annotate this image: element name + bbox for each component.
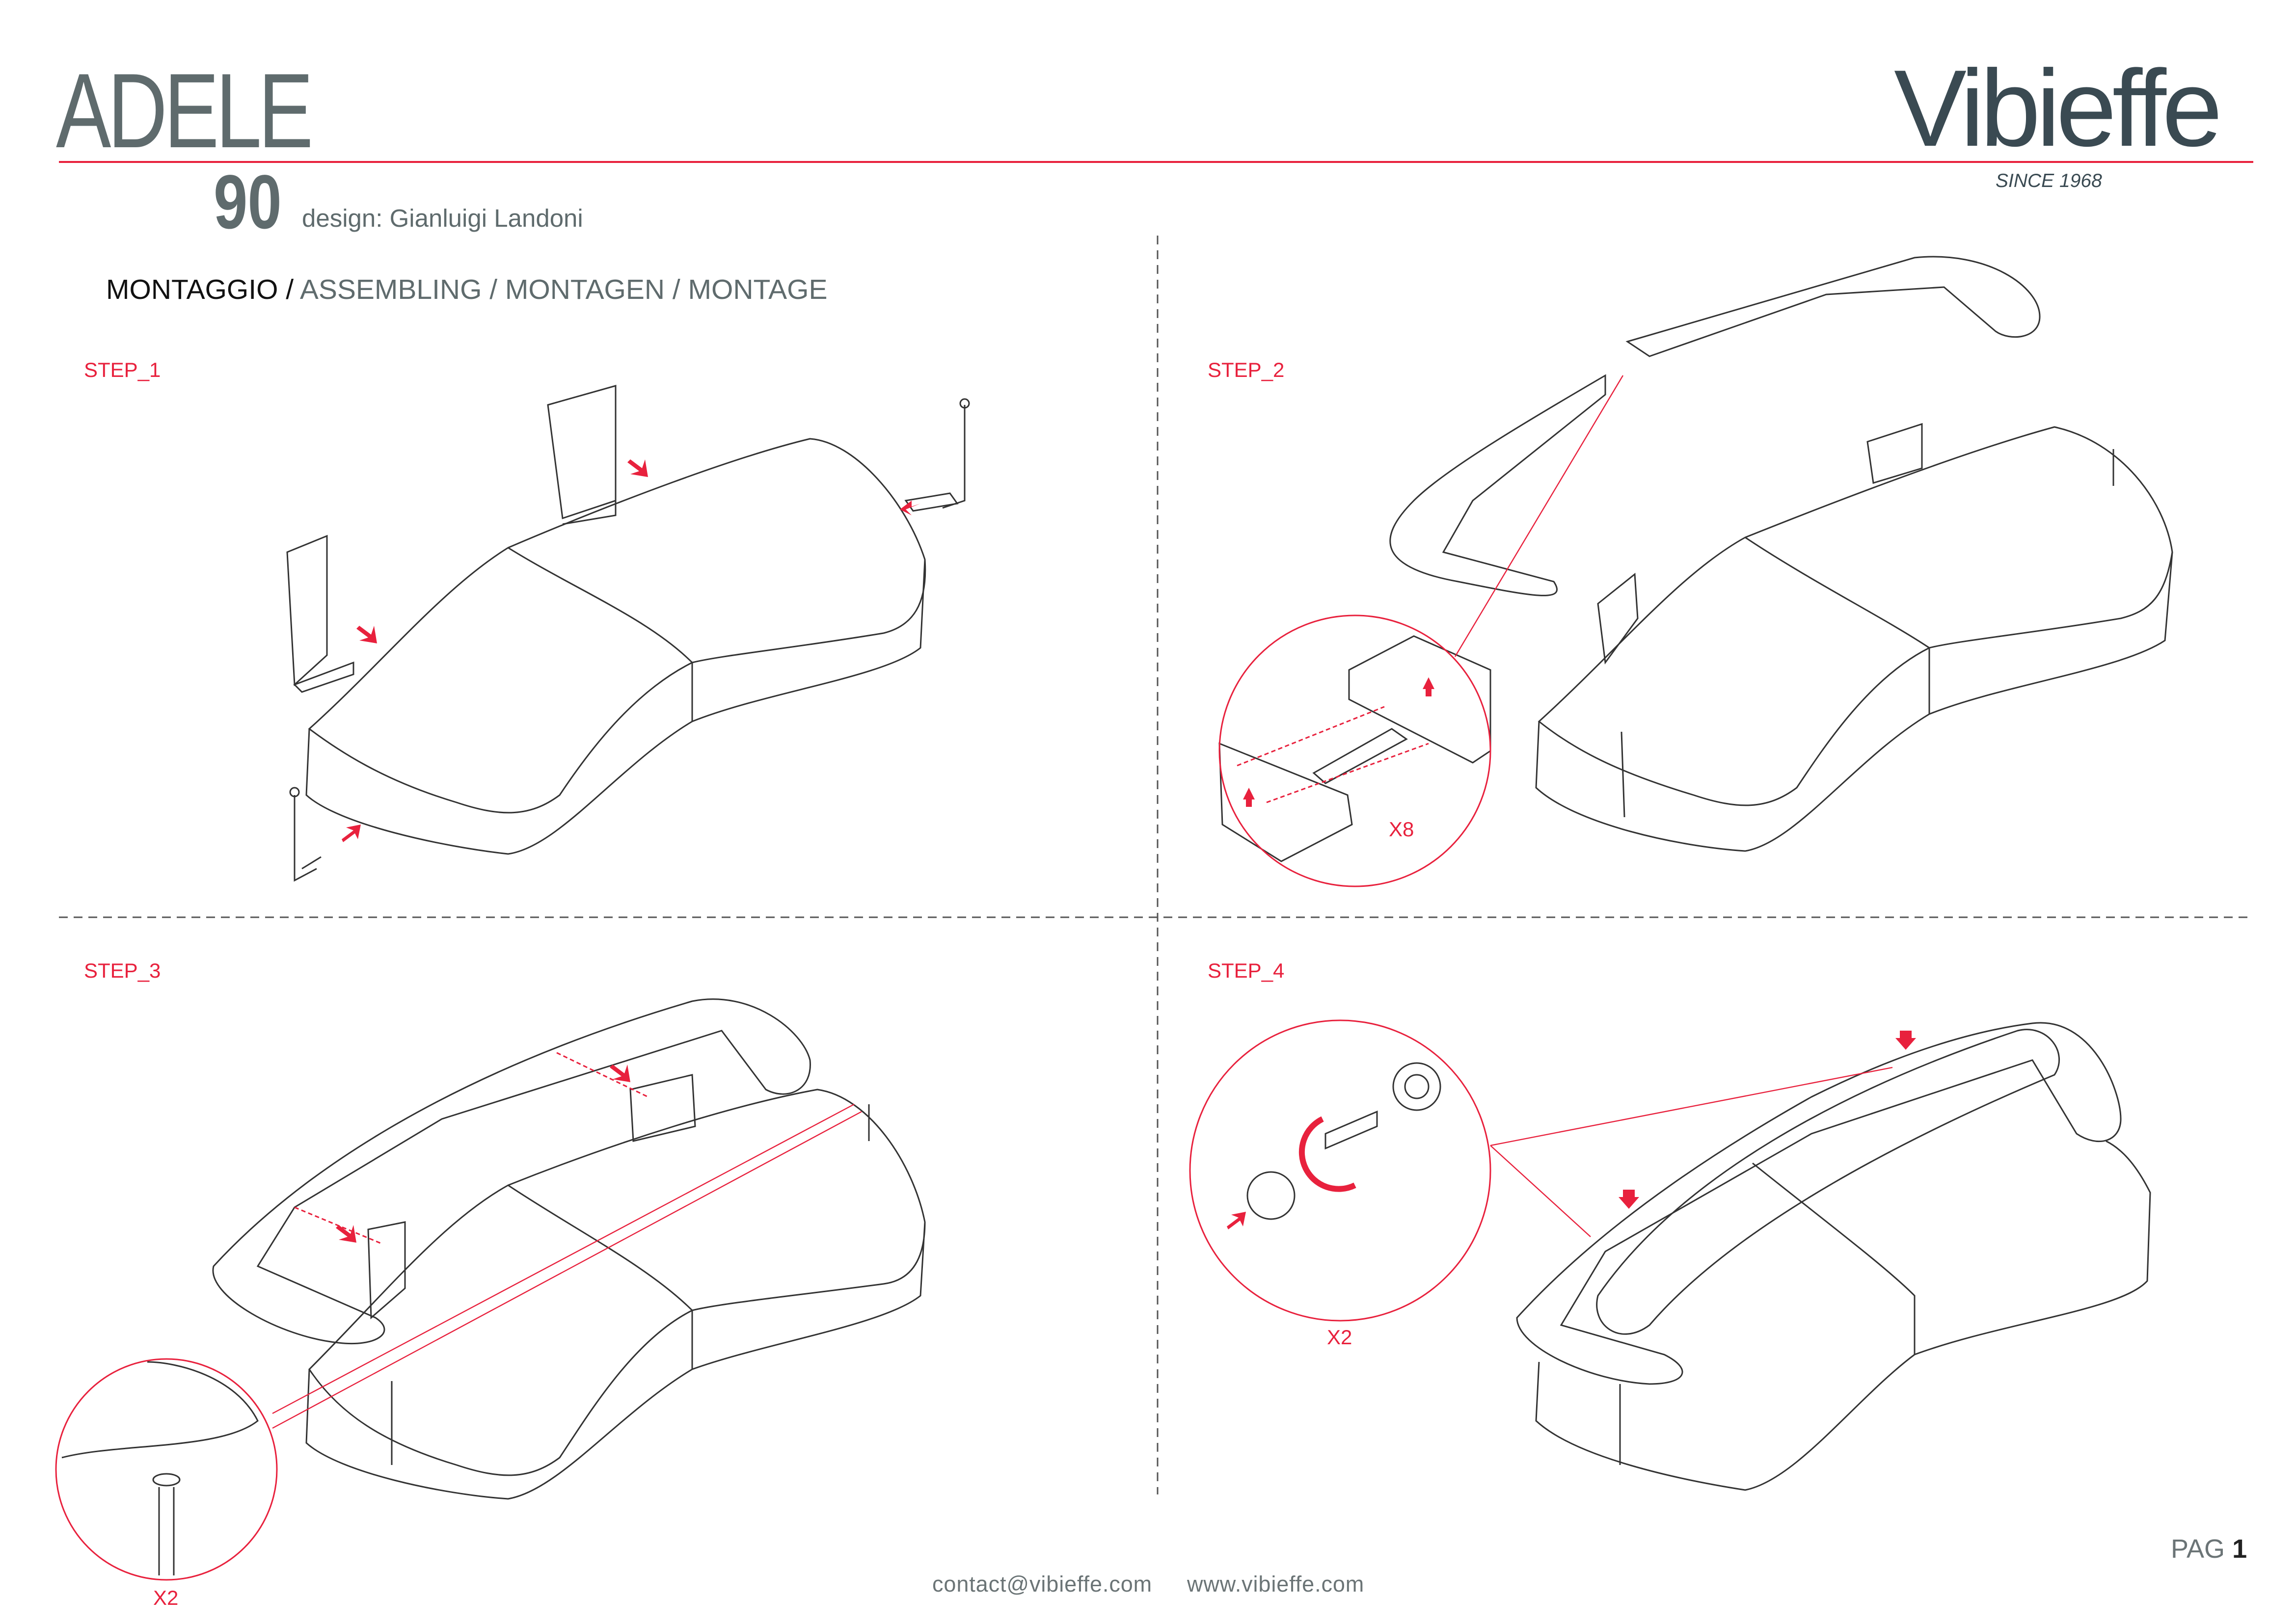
sofa-base (1535, 1140, 2151, 1491)
step-2-quantity: X8 (1389, 817, 1414, 841)
cap (1246, 1171, 1296, 1220)
sofa-base (1535, 536, 2173, 852)
leg-right (904, 405, 966, 512)
arrow-icon (627, 459, 648, 477)
detail-circle (55, 1358, 278, 1581)
page-title: MONTAGGIO / ASSEMBLING / MONTAGEN / MONT… (106, 275, 828, 308)
assembled-backrest (212, 998, 811, 1345)
page-number: 1 (2232, 1534, 2247, 1564)
detail-underside (61, 1361, 259, 1459)
brand-tagline: SINCE 1968 (1996, 169, 2102, 191)
bracket-left (286, 534, 354, 693)
title-italian: MONTAGGIO / (106, 275, 294, 306)
detail-circle (1218, 614, 1491, 887)
arrow-icon (336, 1065, 630, 1243)
title-translations: ASSEMBLING / MONTAGEN / MONTAGE (294, 275, 828, 306)
backrest-left-piece (1389, 374, 1606, 596)
connector-plate (1312, 728, 1408, 784)
detail-leg (158, 1487, 175, 1575)
step-3-label: STEP_3 (84, 958, 161, 982)
step4-drawing (1246, 1022, 2151, 1491)
sofa-seam (508, 547, 693, 721)
model-number: 90 (214, 160, 282, 246)
step4-zoom-circle (1189, 1019, 1916, 1322)
bracket-back (547, 385, 617, 525)
joint-detail-blocks (1218, 635, 1491, 862)
sofa-base (305, 1184, 926, 1500)
callout-line (272, 1111, 862, 1429)
website-link[interactable]: www.vibieffe.com (1187, 1572, 1365, 1597)
sofa-seat-top (308, 438, 926, 814)
step3-drawing (61, 998, 926, 1575)
contact-email[interactable]: contact@vibieffe.com (932, 1572, 1153, 1597)
detail-circle (1189, 1019, 1491, 1322)
sofa-seat-top (308, 1089, 926, 1476)
callout-line (1454, 375, 1624, 657)
step-1-label: STEP_1 (84, 358, 161, 381)
designer-credit: design: Gianluigi Landoni (302, 205, 583, 233)
arrow-icon (356, 626, 377, 643)
screw (1324, 1110, 1378, 1150)
assembled-backrest (1516, 1022, 2122, 1385)
product-name: ADELE (56, 53, 313, 171)
arrow-icon (342, 825, 361, 842)
arrow-icon (900, 501, 920, 515)
arrow-icon (1243, 677, 1434, 807)
brackets (1597, 423, 1923, 665)
backrest-right-piece (1625, 256, 2041, 357)
brand-logo: Vibieffe (1894, 47, 2222, 169)
step-4-quantity: X2 (1327, 1325, 1352, 1349)
rotate-icon (1298, 1116, 1356, 1192)
step1-drawing (286, 385, 970, 882)
cushion-roll (1596, 1029, 2060, 1335)
step1-arrows (342, 459, 920, 842)
step-3-quantity: X2 (153, 1586, 179, 1609)
arrow-icon (1227, 1212, 1246, 1229)
legs (391, 1104, 870, 1465)
page-indicator: PAG 1 (2171, 1534, 2247, 1565)
step3-zoom-circle (55, 1052, 862, 1581)
sofa-base (305, 559, 926, 855)
callout-line (1490, 1066, 1893, 1146)
leg-left (294, 795, 322, 882)
step2-zoom-circle (1218, 375, 1624, 887)
step2-drawing (1218, 256, 2173, 862)
step-4-label: STEP_4 (1208, 958, 1285, 982)
page-label: PAG (2171, 1534, 2225, 1564)
step-2-label: STEP_2 (1208, 358, 1285, 381)
legs (1621, 449, 2114, 818)
arrow-icon (1619, 1031, 1916, 1209)
brackets (367, 1074, 696, 1320)
sofa-seat-top (1538, 426, 2173, 806)
